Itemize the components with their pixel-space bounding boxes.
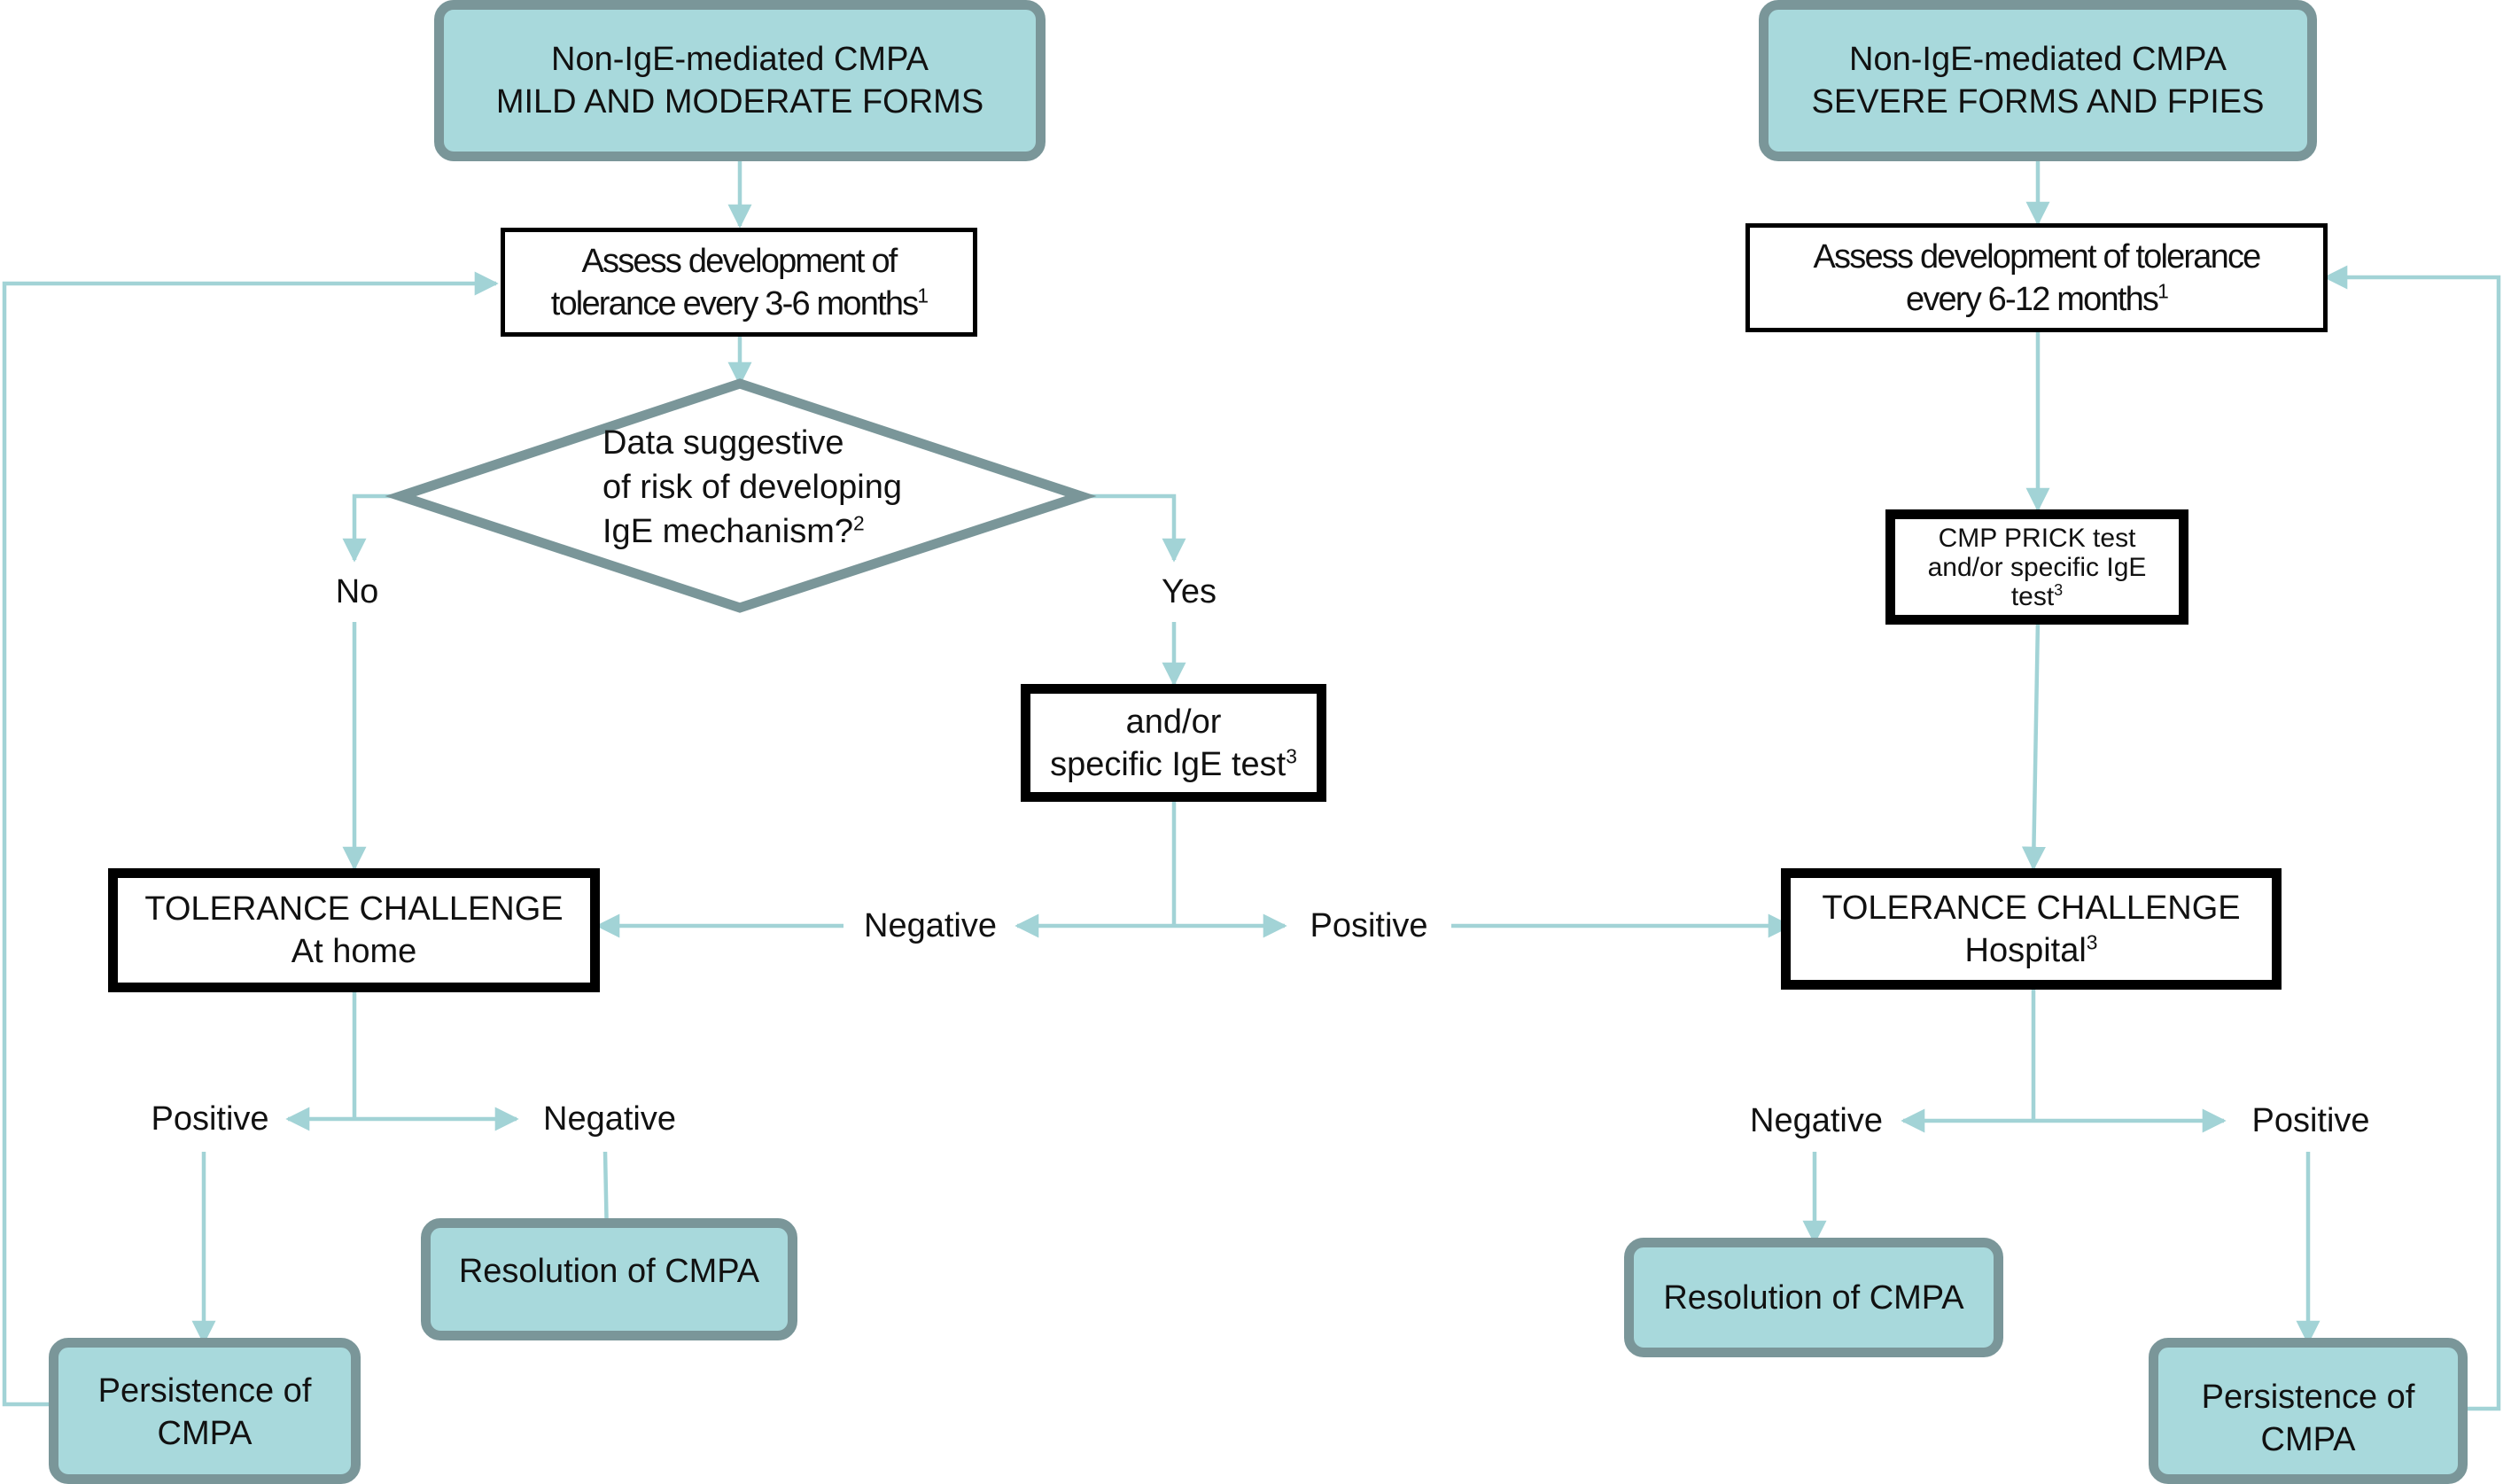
line-decision-to-no [342,493,400,563]
persistence-node-right: Persistence of CMPA [2149,1338,2468,1484]
decision-text: Data suggestive of risk of developing Ig… [602,421,975,554]
resolution-node-right: Resolution of CMPA [1624,1238,2003,1357]
persistence-left-line-2: CMPA [157,1415,253,1452]
persistence-right-line-1: Persistence of [2201,1379,2415,1416]
footnote-2: 2 [853,511,865,535]
start-node-severe-fpies: Non-IgE-mediated CMPA SEVERE FORMS AND F… [1759,0,2317,161]
resolution-node-left: Resolution of CMPA [421,1218,797,1340]
footnote-1-right: 1 [2157,278,2169,302]
no-label: No [331,571,383,612]
tolerance-challenge-home: TOLERANCE CHALLENGE At home [108,868,600,992]
challenge-hospital-line-1: TOLERANCE CHALLENGE [1822,889,2241,927]
decision-line-1: Data suggestive [602,424,844,462]
challenge-hospital-line-2: Hospital [1964,931,2087,969]
decision-line-2: of risk of developing [602,469,902,506]
home-positive-label: Positive [147,1099,273,1139]
start-right-line-1: Non-IgE-mediated CMPA [1849,41,2227,78]
footnote-1: 1 [917,283,929,307]
decision-line-3: IgE mechanism? [602,513,854,550]
assess-line-1: Assess development of [581,242,898,280]
prick-line-2: and/or specific IgE [1927,552,2147,582]
start-line-1: Non-IgE-mediated CMPA [551,41,929,78]
assess-tolerance-box-left: Assess development of tolerance every 3-… [501,228,977,337]
assess-tolerance-box-right: Assess development of tolerance every 6-… [1745,223,2328,332]
positive-label-center: Positive [1306,905,1432,946]
decision-diamond [385,378,1097,613]
challenge-home-line-2: At home [291,933,417,970]
assess-line-2: tolerance every 3-6 months [550,284,919,322]
specific-ige-test-box: and/or specific IgE test3 [1021,684,1326,802]
hospital-negative-label: Negative [1746,1100,1886,1141]
loop-persistence-to-assess-right [2323,265,2501,1411]
persistence-node-left: Persistence of CMPA [49,1338,361,1484]
footnote-3-right: 3 [2054,580,2064,599]
hospital-positive-label: Positive [2248,1100,2374,1141]
line-decision-to-yes [1081,493,1186,563]
yes-label: Yes [1158,571,1220,612]
assess-right-line-1: Assess development of tolerance [1813,237,2262,276]
resolution-left-text: Resolution of CMPA [458,1253,760,1290]
loop-persistence-to-assess-left [2,271,499,1407]
start-node-mild-moderate: Non-IgE-mediated CMPA MILD AND MODERATE … [434,0,1046,161]
persistence-right-line-2: CMPA [2260,1421,2356,1458]
persistence-left-line-1: Persistence of [97,1372,312,1410]
test-line-1: and/or [1125,703,1222,741]
home-negative-label: Negative [540,1099,680,1139]
cmp-prick-test-box: CMP PRICK test and/or specific IgE test3 [1885,509,2188,625]
start-right-line-2: SEVERE FORMS AND FPIES [1811,83,2265,120]
prick-line-1: CMP PRICK test [1938,523,2136,553]
assess-right-line-2: every 6-12 months [1906,280,2159,318]
start-line-2: MILD AND MODERATE FORMS [495,83,984,120]
negative-label-center: Negative [860,905,1000,946]
test-line-2: specific IgE test [1050,745,1287,783]
footnote-3: 3 [1286,743,1297,767]
prick-line-3: test [2010,581,2055,611]
footnote-3-hospital: 3 [2086,929,2098,953]
challenge-home-line-1: TOLERANCE CHALLENGE [144,890,564,928]
tolerance-challenge-hospital: TOLERANCE CHALLENGE Hospital3 [1781,868,2282,990]
resolution-right-text: Resolution of CMPA [1663,1278,1964,1317]
arrow-prick-test-to-hospital-challenge [2021,619,2046,871]
